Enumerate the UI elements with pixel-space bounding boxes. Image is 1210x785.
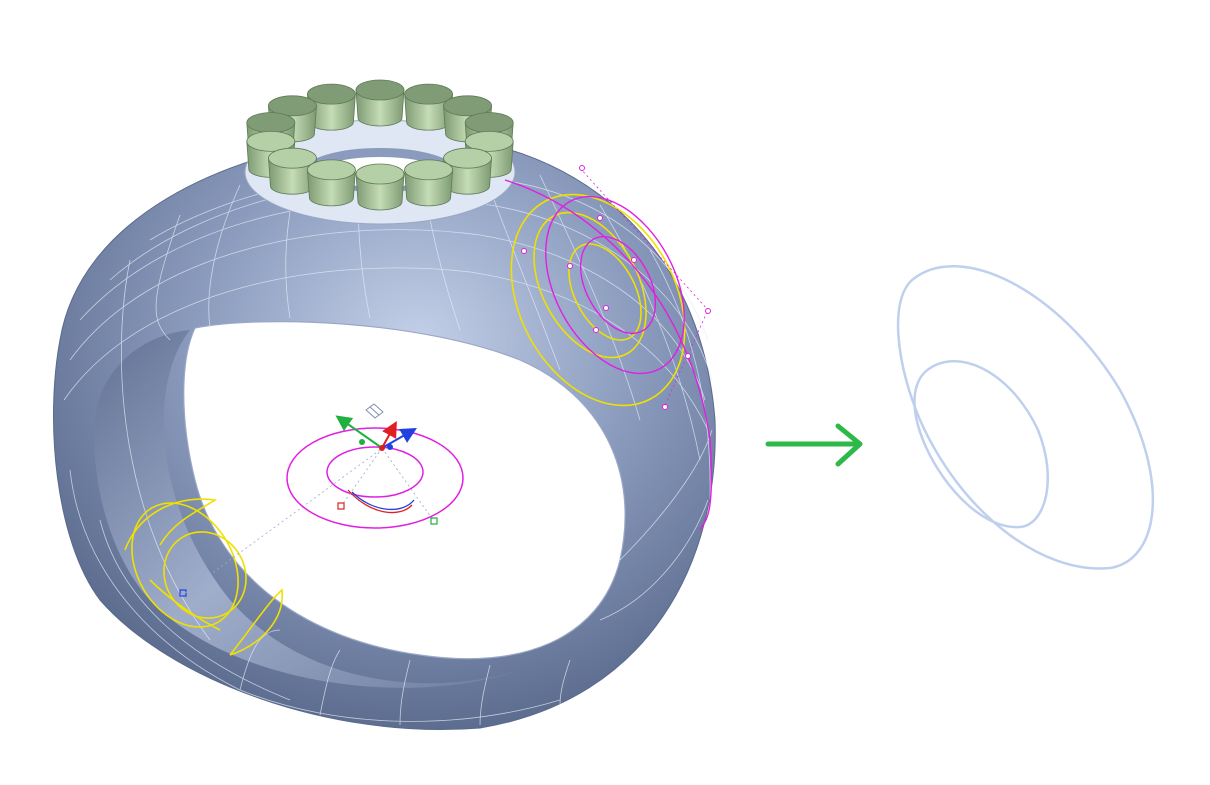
construction-curves-right[interactable] xyxy=(477,164,720,531)
transform-gizmo-icon[interactable] xyxy=(286,403,464,529)
gem-cylinder[interactable] xyxy=(404,159,454,207)
ring-model[interactable] xyxy=(53,119,716,731)
gem-cluster[interactable] xyxy=(246,79,514,211)
gem-cylinder[interactable] xyxy=(306,159,356,207)
control-point[interactable] xyxy=(179,589,187,597)
ring-inner-wall xyxy=(94,330,521,688)
gem-cylinder[interactable] xyxy=(306,83,356,131)
result-curves[interactable] xyxy=(896,264,1155,570)
construction-curves-left[interactable] xyxy=(110,484,283,656)
gem-cylinder[interactable] xyxy=(355,79,405,127)
guide-line xyxy=(184,449,381,594)
arrow-right-icon xyxy=(765,423,863,467)
gem-cylinder[interactable] xyxy=(268,147,317,195)
gem-cylinder[interactable] xyxy=(355,163,405,211)
gem-cylinder[interactable] xyxy=(404,83,454,131)
gem-cylinder[interactable] xyxy=(443,147,492,195)
ring-hole xyxy=(183,321,626,660)
